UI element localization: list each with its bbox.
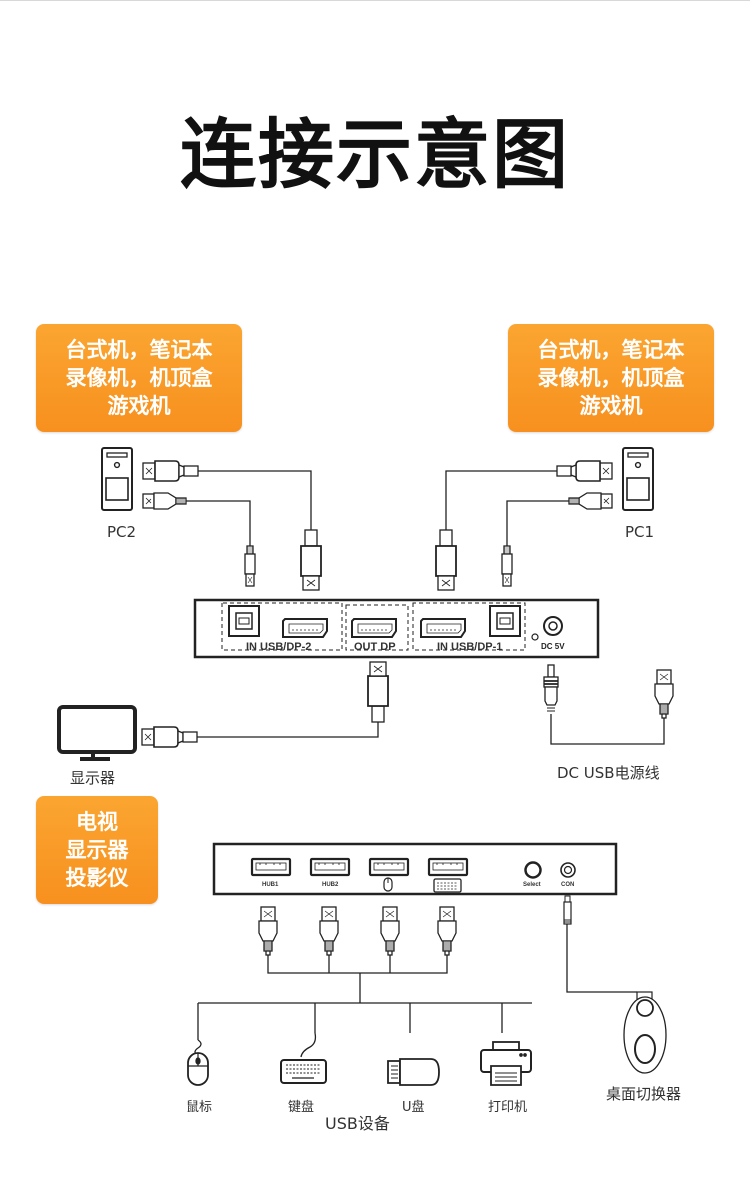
display-line: 电视 — [76, 810, 118, 834]
page-title: 连接示意图 — [180, 110, 570, 199]
pc2-usb-b-plug-down-icon — [244, 545, 256, 587]
pc1-usb-a-plug-icon — [568, 492, 613, 510]
source-devices-box-right: 台式机，笔记本 录像机，机顶盒 游戏机 — [508, 324, 714, 432]
keyboard-port-icon — [427, 857, 469, 877]
usb-device-bus — [197, 1002, 532, 1040]
usb-device-label-mouse: 鼠标 — [186, 1100, 213, 1115]
monitor-dp-cable — [197, 712, 379, 738]
select-label: Select — [523, 882, 541, 888]
display-devices-box: 电视 显示器 投影仪 — [36, 796, 158, 904]
led-indicator-icon — [531, 633, 539, 641]
hub1-label: HUB1 — [262, 882, 279, 888]
con-label: CON — [561, 882, 575, 888]
pc2-dp-plug-icon — [142, 460, 199, 482]
hub2-label: HUB2 — [322, 882, 339, 888]
kvm-back-panel — [212, 842, 618, 896]
source-line: 游戏机 — [107, 394, 171, 418]
desktop-switch-label: 桌面切换器 — [606, 1085, 682, 1103]
port-group-label-in-2: IN USB/DP-2 — [246, 641, 312, 653]
source-line: 录像机，机顶盒 — [65, 366, 213, 390]
dp-port-out-icon — [351, 618, 397, 638]
pc2-usb-cable — [186, 500, 251, 546]
kvm-front-panel — [193, 598, 600, 659]
mouse-icon — [187, 1039, 209, 1086]
mouse-symbol-icon — [383, 877, 393, 892]
pc2-label: PC2 — [107, 523, 137, 541]
out-dp-plug-up-icon — [367, 661, 389, 723]
source-line: 台式机，笔记本 — [537, 338, 685, 362]
pc2-dp-cable — [198, 470, 312, 530]
pc1-usb-b-plug-down-icon — [501, 545, 513, 587]
usb-device-label-keyboard: 键盘 — [288, 1100, 315, 1115]
monitor-dp-plug-icon — [141, 726, 198, 748]
hub-cable-bus — [267, 955, 448, 974]
top-divider — [0, 0, 750, 1]
source-devices-box-left: 台式机，笔记本 录像机，机顶盒 游戏机 — [36, 324, 242, 432]
display-line: 显示器 — [65, 838, 129, 862]
pc1-dp-plug-down-icon — [435, 529, 457, 591]
pc1-dp-plug-icon — [556, 460, 613, 482]
source-line: 录像机，机顶盒 — [537, 366, 685, 390]
usb-device-label-usb-drive: U盘 — [402, 1100, 425, 1115]
dc-barrel-plug-icon — [543, 664, 559, 712]
con-jack-icon — [560, 862, 576, 878]
select-button-icon — [524, 861, 542, 879]
power-cable — [550, 714, 665, 745]
pc2-tower-icon — [101, 447, 133, 511]
desktop-switch-icon — [623, 991, 667, 1074]
hub2-usb-plug-icon — [319, 906, 339, 956]
keyboard-usb-plug-icon — [437, 906, 457, 956]
mouse-port-icon — [368, 857, 410, 877]
pc2-dp-plug-down-icon — [300, 529, 322, 591]
mouse-usb-plug-icon — [380, 906, 400, 956]
keyboard-symbol-icon — [433, 878, 462, 893]
hub2-port-icon — [309, 857, 351, 877]
dc-power-jack-icon — [543, 616, 563, 636]
usb-devices-group-label: USB设备 — [325, 1114, 390, 1133]
source-line: 台式机，笔记本 — [65, 338, 213, 362]
port-group-label-out: OUT DP — [354, 641, 396, 653]
monitor-label: 显示器 — [70, 769, 116, 787]
dp-port-in-1-icon — [420, 618, 466, 638]
hub1-usb-plug-icon — [258, 906, 278, 956]
pc2-usb-a-plug-icon — [142, 492, 187, 510]
monitor-icon — [57, 705, 137, 761]
usb-device-label-printer: 打印机 — [488, 1100, 528, 1115]
power-usb-a-plug-icon — [654, 669, 674, 719]
power-cable-label: DC USB电源线 — [557, 764, 660, 782]
pc1-tower-icon — [622, 447, 654, 511]
port-group-label-in-1: IN USB/DP-1 — [437, 641, 503, 653]
source-line: 游戏机 — [579, 394, 643, 418]
usb-drive-icon — [387, 1058, 440, 1086]
usb-b-port-1-icon — [489, 605, 521, 637]
pc1-label: PC1 — [625, 523, 655, 541]
display-line: 投影仪 — [65, 866, 129, 890]
keyboard-icon — [280, 1032, 327, 1084]
usb-b-port-2-icon — [228, 605, 260, 637]
printer-icon — [480, 1041, 532, 1086]
dp-port-in-2-icon — [282, 618, 328, 638]
power-jack-label: DC 5V — [541, 642, 565, 651]
pc1-dp-cable — [445, 470, 557, 530]
pc1-usb-cable — [506, 500, 569, 546]
desktop-switch-cable — [566, 924, 637, 993]
hub1-port-icon — [250, 857, 292, 877]
con-audio-plug-icon — [563, 895, 572, 925]
